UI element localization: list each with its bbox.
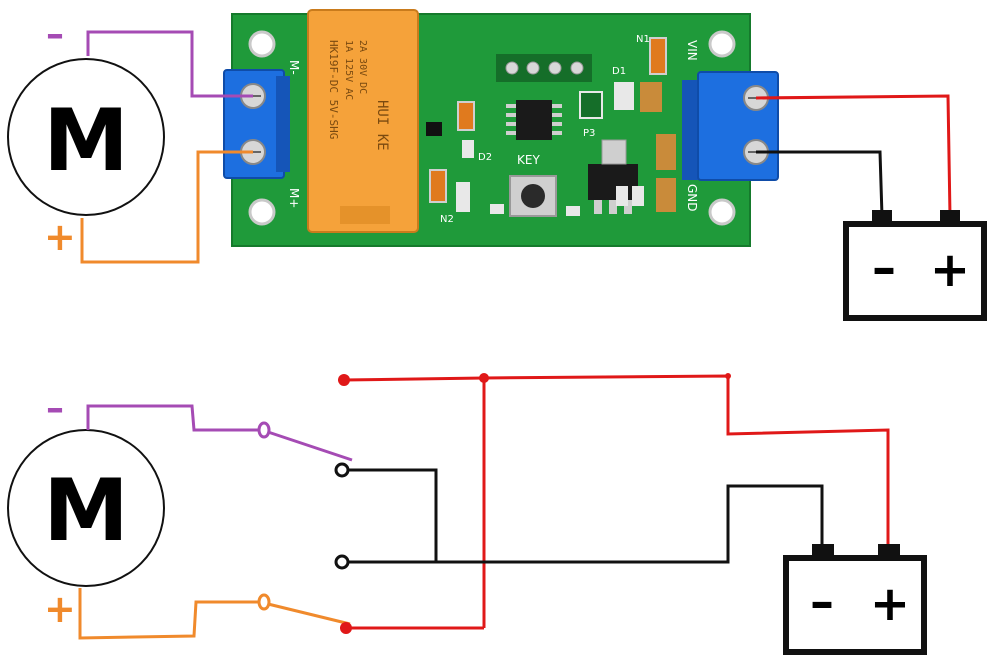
label-gnd: GND xyxy=(685,184,699,212)
label-n1: N1 xyxy=(636,34,650,45)
battery-plus-sign: + xyxy=(870,576,910,632)
mounting-hole xyxy=(248,30,276,58)
motor-positive-wire xyxy=(80,150,253,264)
smd-components xyxy=(426,37,676,216)
terminal-side xyxy=(276,76,290,172)
header-pin xyxy=(570,61,584,75)
label-m-minus: M- xyxy=(287,60,301,75)
terminal-body xyxy=(697,71,779,181)
mounting-hole xyxy=(248,198,276,226)
mounting-hole xyxy=(708,30,736,58)
battery-icon xyxy=(843,221,987,321)
label-d1: D1 xyxy=(612,66,626,77)
motor-icon xyxy=(7,58,165,216)
contact-terminal xyxy=(334,462,350,478)
battery-minus-sign: – xyxy=(810,574,834,630)
label-m-plus: M+ xyxy=(287,188,301,208)
relay-dc-rating: 2A 30V DC xyxy=(357,40,368,94)
ic-body xyxy=(516,100,552,140)
relay-tab xyxy=(340,206,390,224)
voltage-regulator xyxy=(588,139,638,214)
relay-ac-rating: 1A 125V AC xyxy=(343,40,354,100)
label-key: KEY xyxy=(517,153,540,167)
label-d2: D2 xyxy=(478,152,492,163)
battery-minus-sign: – xyxy=(872,240,896,296)
motor-negative-wire xyxy=(86,30,253,98)
power-terminal-block xyxy=(682,71,779,181)
switch-arm-upper xyxy=(267,430,353,462)
ic-chip xyxy=(506,100,562,140)
mounting-hole xyxy=(708,198,736,226)
motor-letter: M xyxy=(43,91,129,191)
negative-supply-wire xyxy=(342,484,824,564)
junction-dot xyxy=(725,373,731,379)
relay-component: HK19F-DC 5V-SHG 1A 125V AC 2A 30V DC HUI… xyxy=(307,9,419,233)
label-p3: P3 xyxy=(583,128,595,139)
switch-arm-lower xyxy=(267,602,351,626)
vin-positive-wire xyxy=(755,94,952,217)
top-diagram: HK19F-DC 5V-SHG 1A 125V AC 2A 30V DC HUI… xyxy=(7,9,987,321)
regulator-body xyxy=(588,164,638,200)
header-pin xyxy=(526,61,540,75)
bottom-battery: – + xyxy=(783,544,927,655)
motor-terminal-block xyxy=(223,69,290,179)
negative-contact-wire xyxy=(342,468,438,562)
gnd-negative-wire xyxy=(756,150,884,217)
top-battery: – + xyxy=(843,210,987,321)
header-pin xyxy=(505,61,519,75)
relay-module-board: HK19F-DC 5V-SHG 1A 125V AC 2A 30V DC HUI… xyxy=(223,9,779,247)
motor-positive-wire xyxy=(78,588,264,640)
bottom-diagram: M – + – + xyxy=(7,373,927,655)
motor-letter: M xyxy=(43,461,129,561)
battery-icon xyxy=(783,555,927,655)
motor-negative-wire xyxy=(86,404,264,432)
switch-pivot xyxy=(257,421,271,439)
contact-terminal xyxy=(340,622,352,634)
positive-supply-wire xyxy=(343,374,890,552)
label-n2: N2 xyxy=(440,214,454,225)
key-button xyxy=(509,175,557,217)
contact-terminal xyxy=(338,374,350,386)
motor-plus-sign: + xyxy=(44,215,76,259)
relay-model-text: HK19F-DC 5V-SHG xyxy=(327,40,340,139)
motor-minus-sign: – xyxy=(46,14,64,55)
relay-body xyxy=(307,9,419,233)
motor-plus-sign: + xyxy=(44,587,76,631)
label-vin: VIN xyxy=(685,40,699,61)
junction-dot xyxy=(479,373,489,383)
motor-icon xyxy=(7,429,165,587)
motor-minus-sign: – xyxy=(46,388,64,429)
relay-brand-text: HUI KE xyxy=(374,100,390,151)
top-motor: M – + xyxy=(7,14,165,259)
contact-terminal xyxy=(334,554,350,570)
pin-header xyxy=(496,54,592,82)
switch-pivot xyxy=(257,593,271,611)
battery-plus-sign: + xyxy=(930,242,970,298)
bottom-motor: M – + xyxy=(7,388,165,631)
button-cap xyxy=(521,184,545,208)
header-pin xyxy=(548,61,562,75)
